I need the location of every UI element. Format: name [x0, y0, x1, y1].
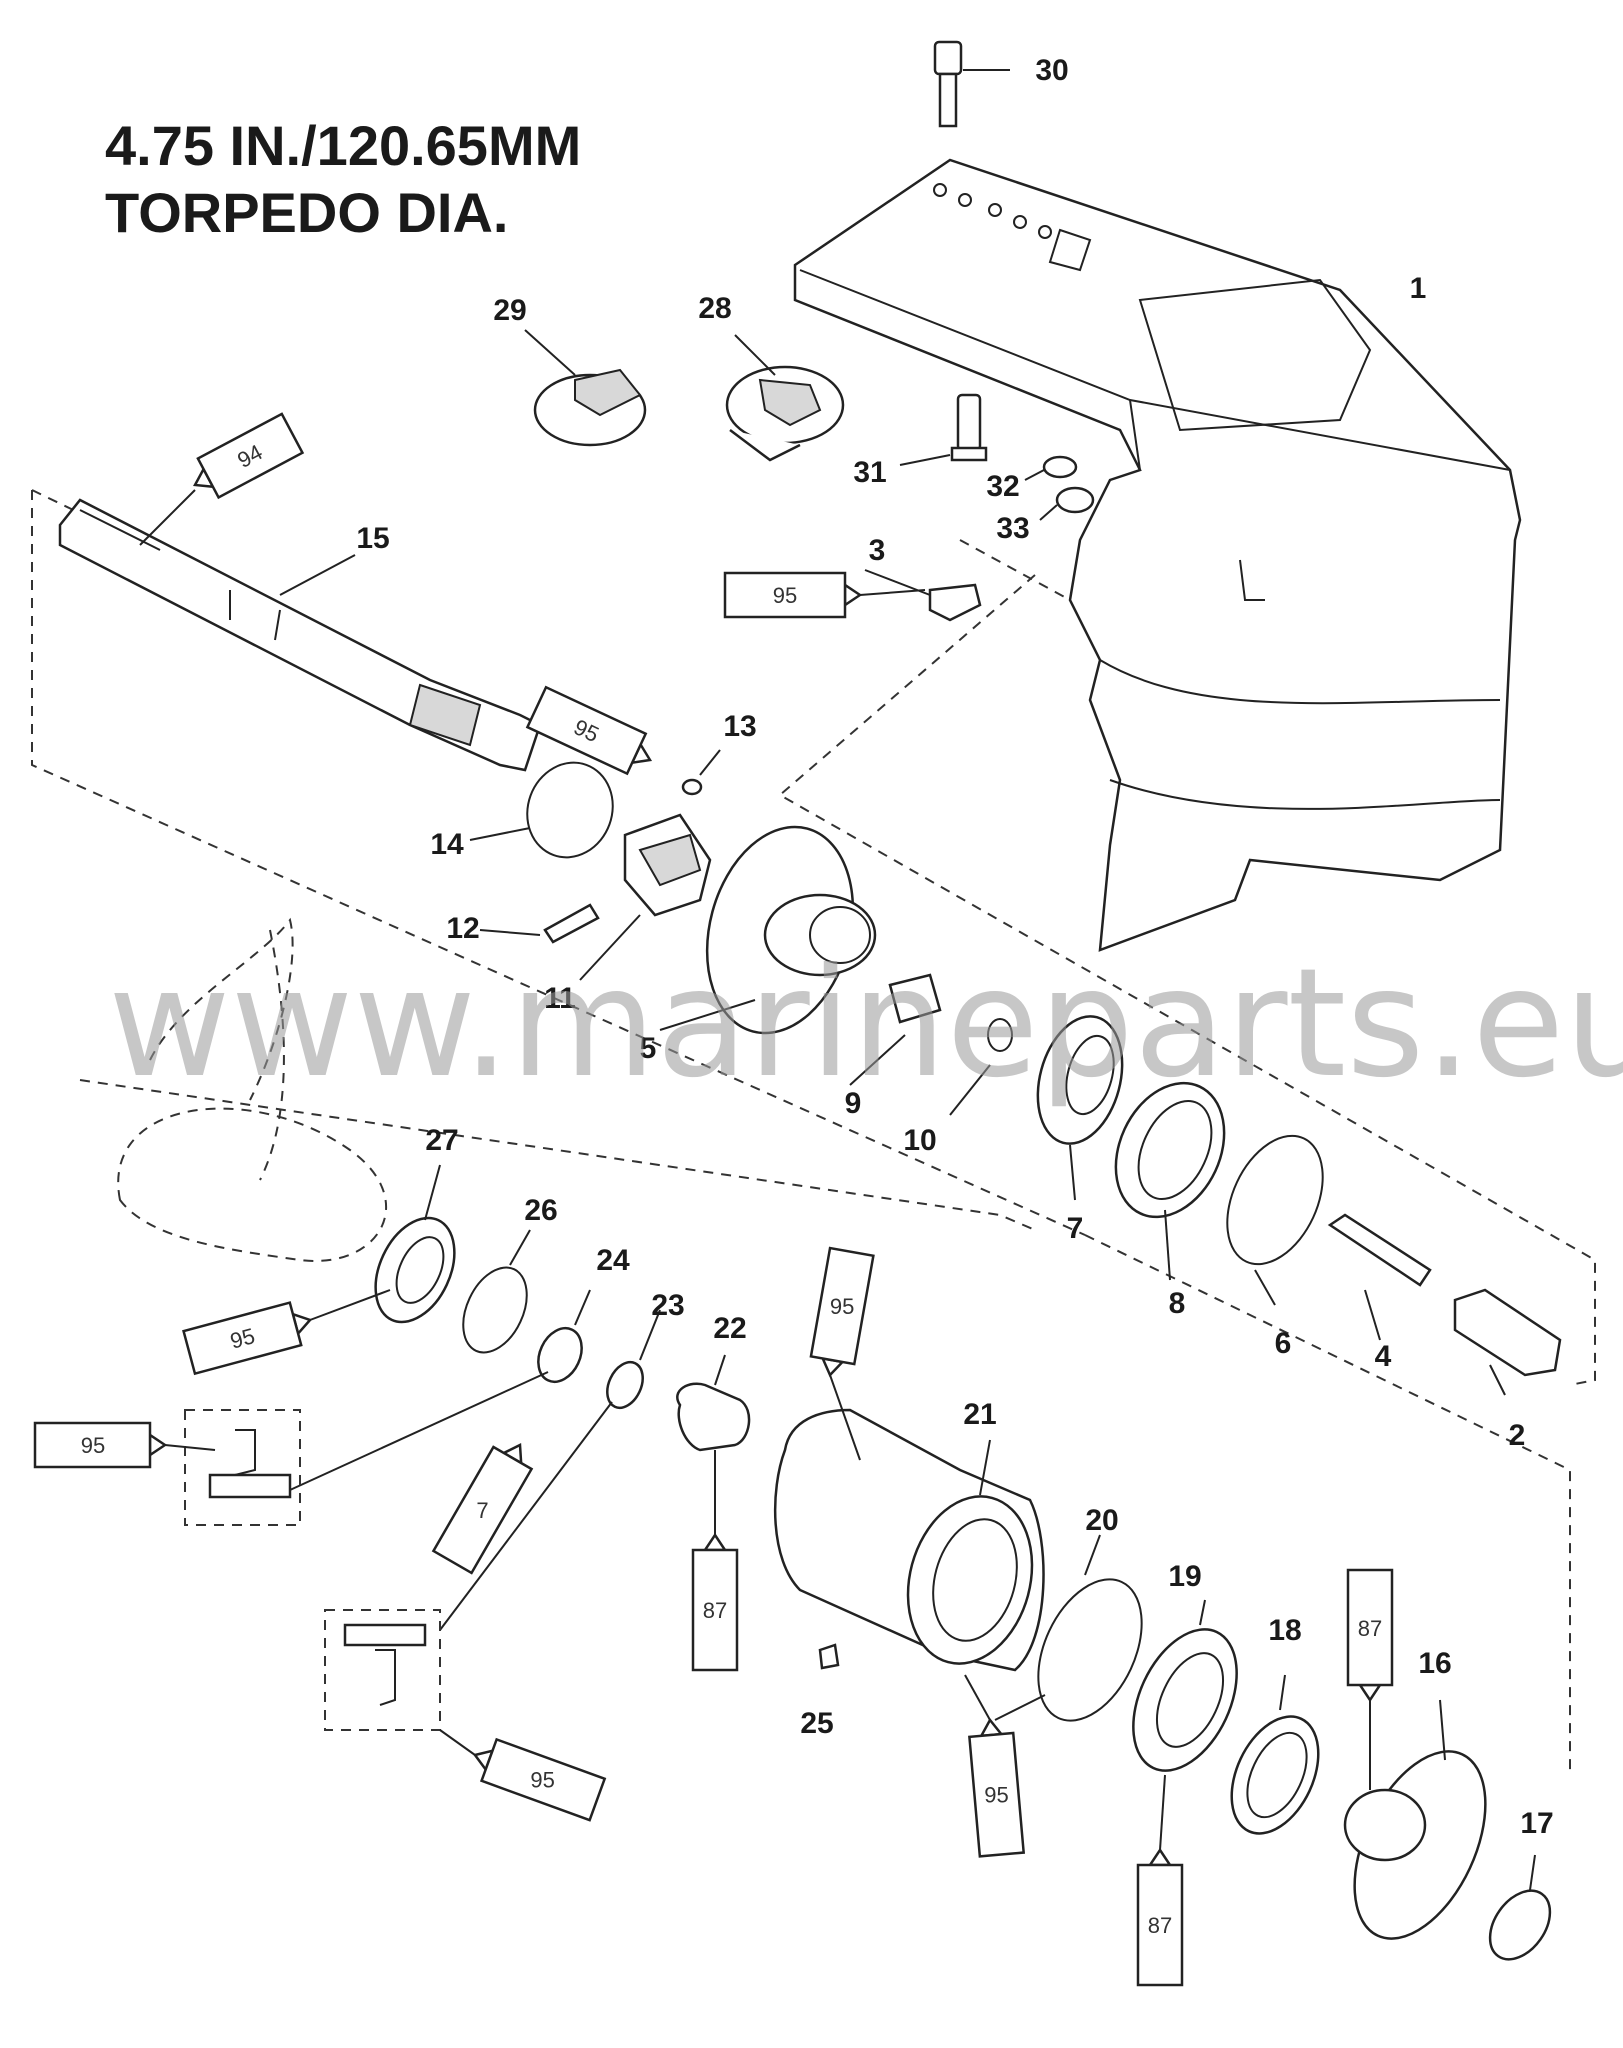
callout-23: 23	[651, 1289, 684, 1322]
tube-87-a-code: 87	[703, 1598, 727, 1623]
tube-95-f-code: 95	[530, 1767, 554, 1792]
part-callouts: 30 1 29 28 31 32 33 15 3 13 14 12 11 5 9…	[356, 54, 1553, 1840]
seal-24	[289, 1289, 591, 1491]
tube-95-c: 95	[182, 1301, 313, 1376]
seal-23	[439, 1309, 661, 1631]
bolt-30	[933, 40, 1010, 128]
callout-21: 21	[963, 1398, 996, 1431]
seal-detail-box-2	[324, 1609, 441, 1731]
washer-32	[1024, 455, 1078, 481]
callout-27: 27	[425, 1124, 458, 1157]
diagram-title-line-2: TORPEDO DIA.	[105, 181, 508, 244]
ball-13	[681, 749, 721, 796]
callout-33: 33	[996, 512, 1029, 545]
retainer-10	[949, 1018, 1013, 1116]
assembly-boundary-lines	[31, 489, 1596, 1770]
callout-6: 6	[1275, 1327, 1292, 1360]
shim-18	[1230, 1674, 1320, 1835]
callout-10: 10	[903, 1124, 936, 1157]
stud-31	[899, 393, 988, 466]
callout-20: 20	[1085, 1504, 1118, 1537]
shift-shaft-4	[1327, 1213, 1432, 1341]
callout-2: 2	[1509, 1419, 1526, 1452]
gear-housing	[793, 158, 1522, 952]
callout-16: 16	[1418, 1647, 1451, 1680]
tube-95-f: 95	[472, 1737, 607, 1822]
callout-19: 19	[1168, 1560, 1201, 1593]
pin-12	[479, 903, 600, 944]
tube-87-c-code: 87	[1358, 1616, 1382, 1641]
callout-11: 11	[544, 982, 576, 1015]
cover-plate-28	[725, 334, 845, 462]
diagram-title-line-1: 4.75 IN./120.65MM	[105, 114, 581, 177]
o-ring-6	[1226, 1134, 1324, 1306]
tube-95-d-code: 95	[81, 1433, 105, 1458]
clutch-11	[579, 813, 712, 981]
bushing-9	[849, 973, 942, 1086]
callout-3: 3	[869, 534, 886, 567]
callout-7: 7	[1067, 1212, 1084, 1245]
bearing-carrier-21	[773, 1408, 1045, 1721]
o-ring-14	[469, 761, 614, 859]
retaining-ring-26	[462, 1229, 531, 1354]
propeller-outline	[117, 917, 388, 1262]
tube-87-b-code: 87	[1148, 1913, 1172, 1938]
callout-5: 5	[640, 1032, 657, 1065]
tube-95-b: 95	[525, 685, 653, 776]
pin-25	[818, 1643, 840, 1670]
callout-15: 15	[356, 522, 389, 555]
watermark: www.marineparts.eu	[108, 937, 1623, 1111]
tube-87-a: 87	[691, 1532, 739, 1672]
tube-95-g: 95	[968, 1717, 1026, 1858]
tube-7-code: 7	[476, 1498, 488, 1523]
callout-14: 14	[430, 828, 464, 861]
bearing-cup-8	[1114, 1081, 1226, 1281]
tube-87-b: 87	[1136, 1847, 1184, 1987]
needle-bearing-22	[676, 1354, 751, 1535]
callout-22: 22	[713, 1312, 746, 1345]
callout-26: 26	[524, 1194, 557, 1227]
tapered-bearing-7	[1036, 1015, 1124, 1201]
tube-95-a: 95	[723, 571, 863, 619]
callout-25: 25	[800, 1707, 833, 1740]
nut-33	[1039, 486, 1095, 521]
callout-17: 17	[1520, 1807, 1553, 1840]
clip-3	[864, 569, 982, 622]
callout-4: 4	[1375, 1340, 1392, 1373]
cover-plate-29	[524, 329, 647, 447]
forward-gear-5	[659, 825, 877, 1035]
tube-95-e-code: 95	[830, 1294, 854, 1319]
o-ring-20	[994, 1534, 1143, 1722]
callout-28: 28	[698, 292, 731, 325]
callout-12: 12	[446, 912, 479, 945]
callout-8: 8	[1169, 1287, 1186, 1320]
callout-9: 9	[845, 1087, 862, 1120]
tube-95-d: 95	[33, 1421, 168, 1469]
callout-29: 29	[493, 294, 526, 327]
tube-95-g-code: 95	[984, 1783, 1008, 1808]
callout-18: 18	[1268, 1614, 1301, 1647]
oil-seal-27	[374, 1164, 456, 1324]
shift-cam-2	[1453, 1288, 1562, 1396]
callout-31: 31	[853, 456, 886, 489]
tube-95-e: 95	[809, 1246, 875, 1378]
ball-bearing-19	[1132, 1599, 1238, 1851]
callout-13: 13	[723, 710, 756, 743]
callout-30: 30	[1035, 54, 1068, 87]
seal-17	[1488, 1854, 1552, 1961]
callout-32: 32	[986, 470, 1019, 503]
tube-95-a-code: 95	[773, 583, 797, 608]
seal-detail-box-1	[184, 1409, 301, 1526]
propeller-shaft-15	[58, 498, 542, 772]
callout-1: 1	[1410, 272, 1427, 305]
tube-94: 94	[193, 412, 305, 500]
tube-87-c: 87	[1346, 1568, 1394, 1703]
callout-24: 24	[596, 1244, 630, 1277]
tube-7: 7	[431, 1443, 534, 1575]
reverse-gear-16	[1343, 1699, 1487, 1940]
